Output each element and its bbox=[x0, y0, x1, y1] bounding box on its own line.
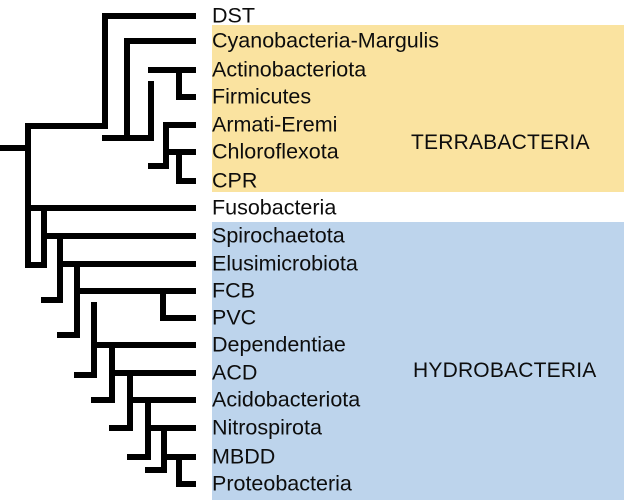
taxon-label-pvc: PVC bbox=[212, 305, 257, 330]
taxon-label-nitrospirota: Nitrospirota bbox=[212, 415, 322, 440]
taxon-label-dst: DST bbox=[212, 3, 255, 28]
taxon-label-fusobacteria: Fusobacteria bbox=[212, 195, 337, 220]
taxon-label-fcb: FCB bbox=[212, 278, 255, 303]
taxon-label-firmicutes: Firmicutes bbox=[212, 84, 312, 109]
clade-label-terrabacteria: TERRABACTERIA bbox=[411, 131, 590, 154]
terrabacteria-highlight-box bbox=[212, 25, 624, 192]
taxon-label-proteobacteria: Proteobacteria bbox=[212, 471, 352, 496]
taxon-label-cyanobacteria-margulis: Cyanobacteria-Margulis bbox=[212, 28, 440, 53]
taxon-label-acidobacteriota: Acidobacteriota bbox=[212, 387, 361, 412]
taxon-label-acd: ACD bbox=[212, 360, 258, 385]
taxon-label-mbdd: MBDD bbox=[212, 444, 276, 469]
taxon-label-cpr: CPR bbox=[212, 168, 258, 193]
hydrobacteria-highlight-box bbox=[212, 222, 624, 500]
taxon-label-actinobacteriota: Actinobacteriota bbox=[212, 57, 367, 82]
taxon-label-armati-eremi: Armati-Eremi bbox=[212, 112, 338, 137]
taxon-label-elusimicrobiota: Elusimicrobiota bbox=[212, 251, 358, 276]
taxon-label-dependentiae: Dependentiae bbox=[212, 332, 346, 357]
taxon-label-chloroflexota: Chloroflexota bbox=[212, 139, 339, 164]
taxon-label-spirochaetota: Spirochaetota bbox=[212, 223, 345, 248]
clade-label-hydrobacteria: HYDROBACTERIA bbox=[413, 359, 597, 382]
